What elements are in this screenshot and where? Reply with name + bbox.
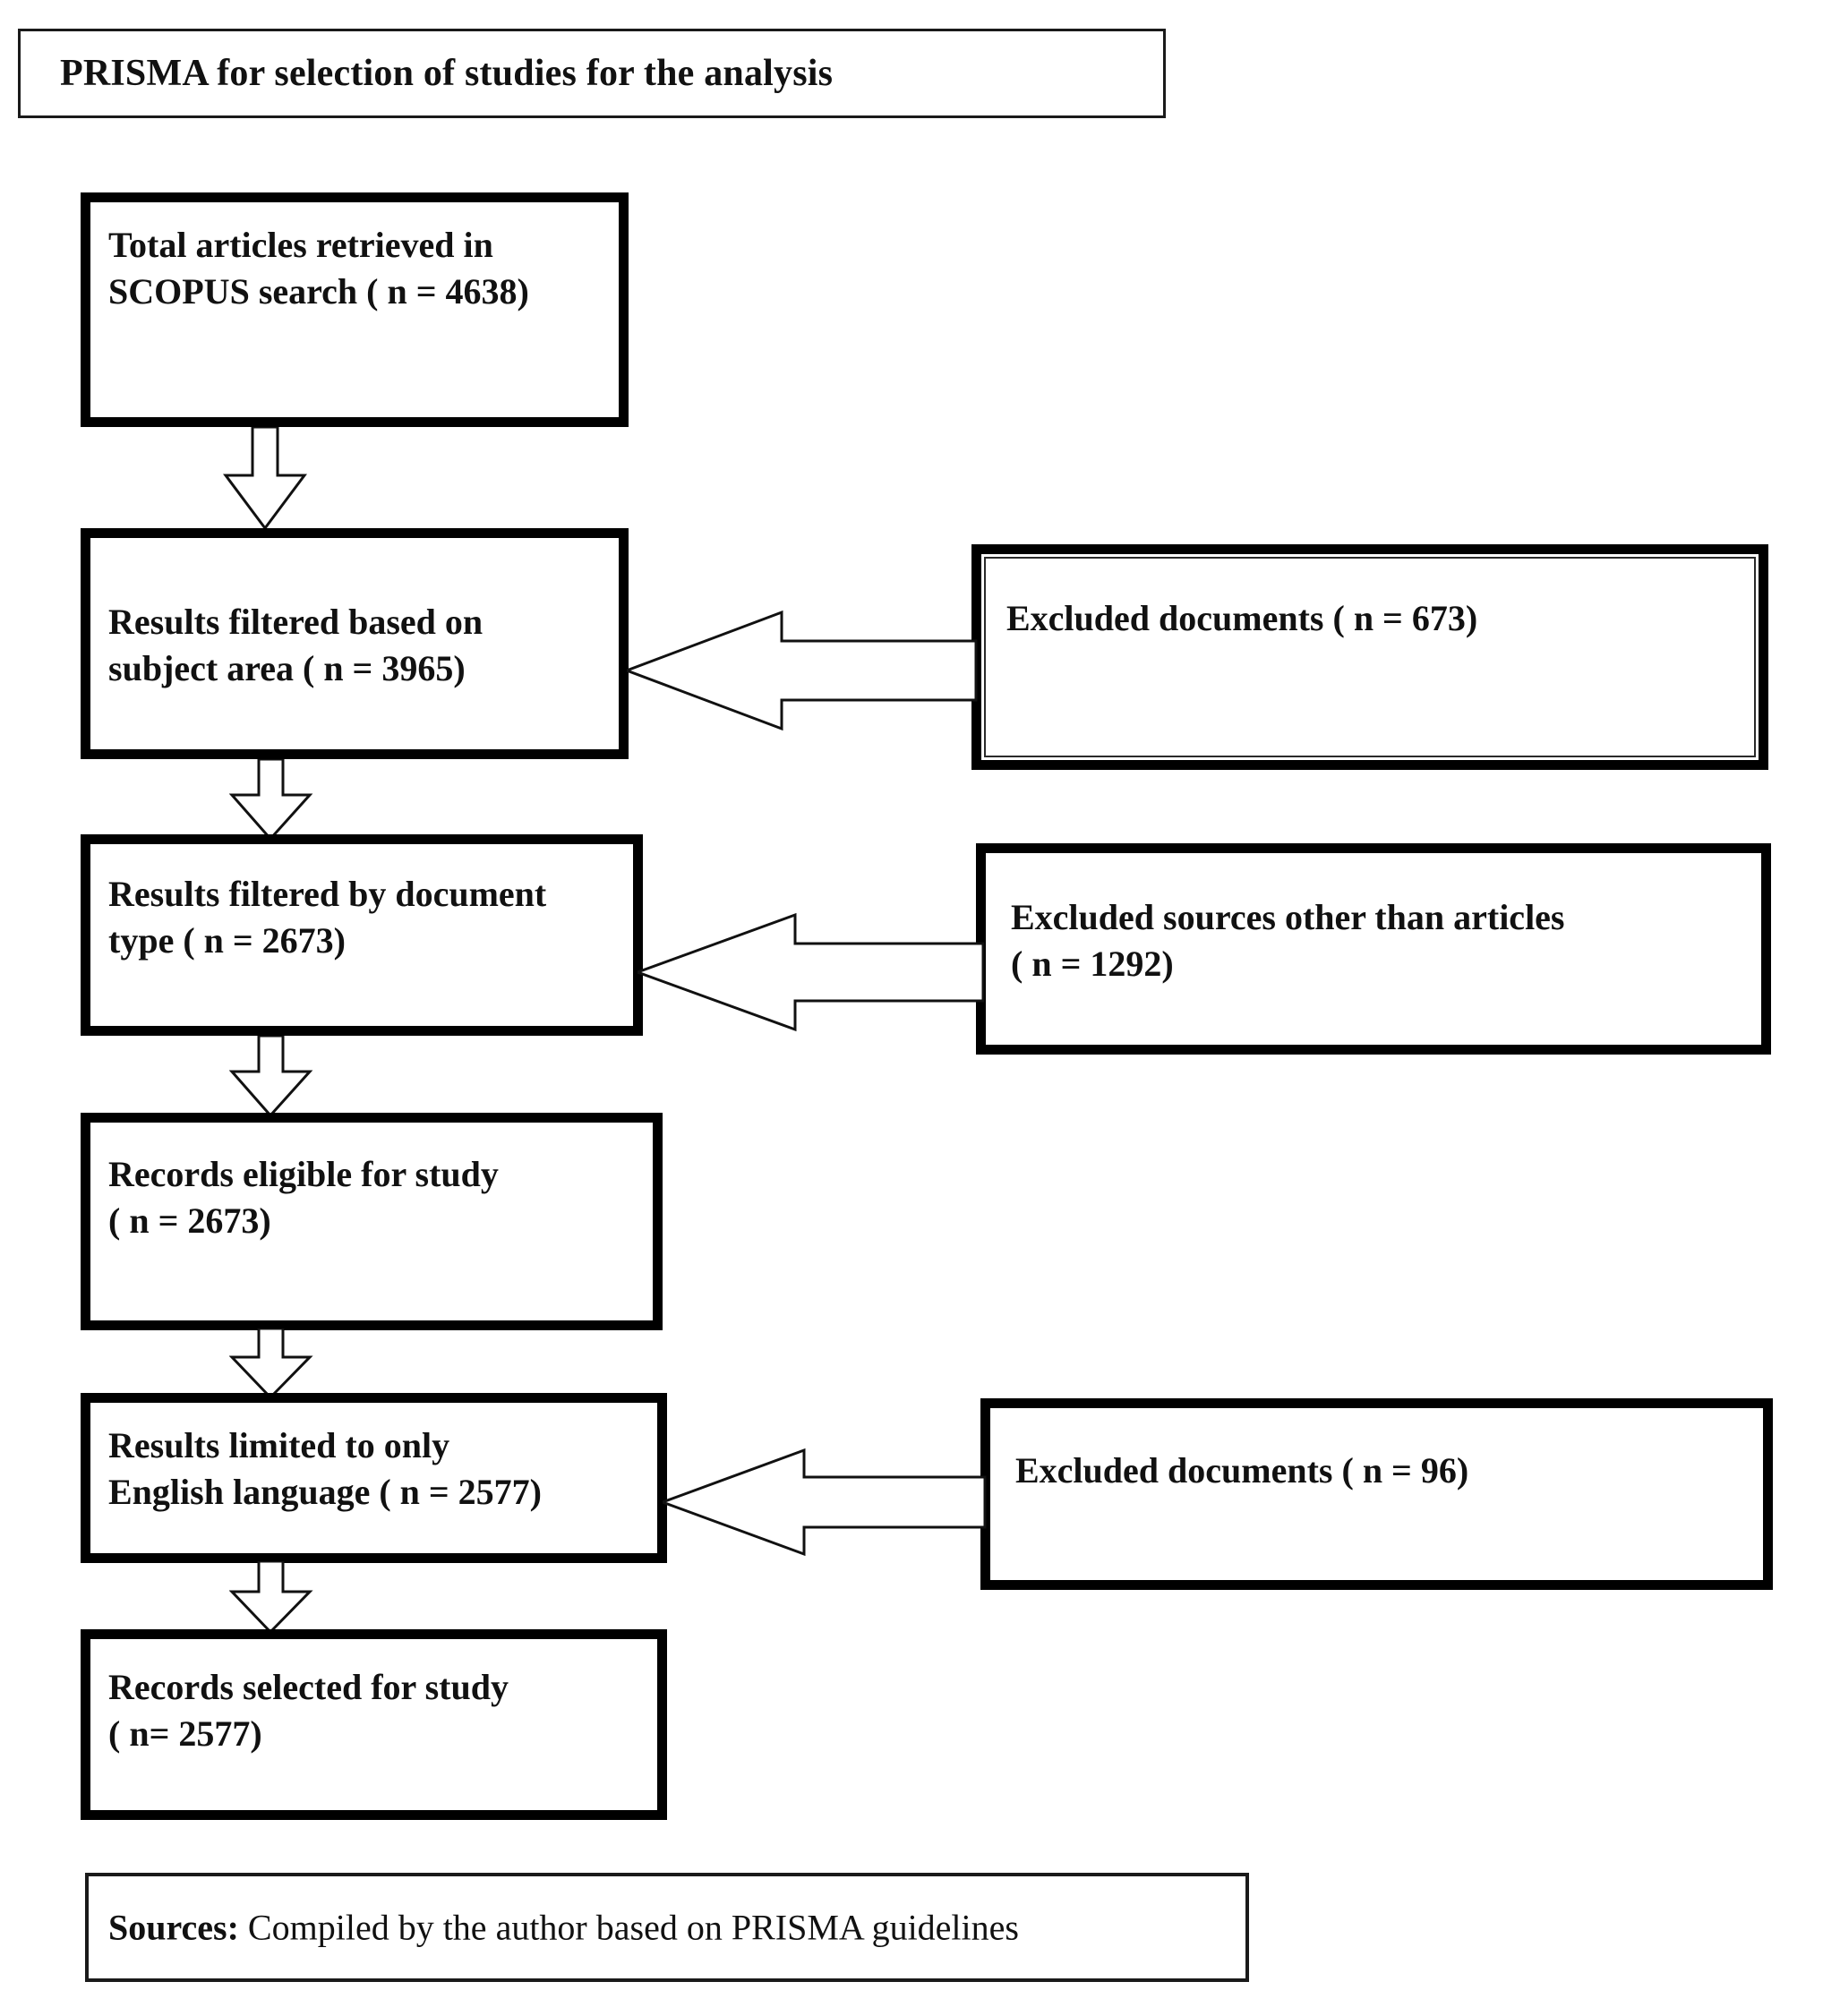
stage-3-line-2: type ( n = 2673) [108, 920, 346, 961]
arrow-left-exclusion1-stage2 [627, 591, 978, 750]
arrow-down-stage3-stage4 [229, 1036, 313, 1118]
arrow-down-stage5-stage6 [229, 1561, 313, 1635]
stage-box-filtered-document-type-text: Results filtered by document type ( n = … [108, 871, 620, 964]
stage-5-line-2: English language ( n = 2577) [108, 1472, 543, 1512]
arrow-left-exclusion3-stage5 [663, 1434, 987, 1570]
stage-2-line-2: subject area ( n = 3965) [108, 648, 466, 688]
exclusion-2-line-1: Excluded sources other than articles [1011, 897, 1565, 937]
exclusion-box-excluded-sources-1292: Excluded sources other than articles ( n… [976, 843, 1771, 1055]
stage-5-line-1: Results limited to only [108, 1425, 450, 1465]
sources-text: Compiled by the author based on PRISMA g… [238, 1907, 1019, 1948]
stage-4-line-2: ( n = 2673) [108, 1200, 271, 1241]
stage-box-total-articles: Total articles retrieved in SCOPUS searc… [81, 192, 629, 427]
stage-box-english-language: Results limited to only English language… [81, 1393, 667, 1563]
stage-3-line-1: Results filtered by document [108, 874, 547, 914]
stage-box-records-selected: Records selected for study ( n= 2577) [81, 1629, 667, 1820]
diagram-title-box: PRISMA for selection of studies for the … [18, 29, 1166, 118]
exclusion-box-excluded-documents-96-text: Excluded documents ( n = 96) [1015, 1448, 1750, 1494]
stage-box-records-eligible: Records eligible for study ( n = 2673) [81, 1113, 663, 1330]
stage-box-total-articles-text: Total articles retrieved in SCOPUS searc… [108, 222, 606, 315]
arrow-down-stage4-stage5 [229, 1328, 313, 1400]
sources-note: Sources: Compiled by the author based on… [108, 1907, 1019, 1949]
stage-1-line-1: Total articles retrieved in [108, 225, 493, 265]
exclusion-box-excluded-sources-1292-text: Excluded sources other than articles ( n… [1011, 894, 1749, 987]
stage-1-line-2: SCOPUS search ( n = 4638) [108, 271, 529, 312]
exclusion-box-excluded-documents-673-text: Excluded documents ( n = 673) [1006, 595, 1746, 642]
sources-label: Sources: [108, 1907, 239, 1948]
arrow-down-stage1-stage2 [222, 427, 308, 531]
stage-2-line-1: Results filtered based on [108, 602, 484, 642]
page-title: PRISMA for selection of studies for the … [60, 53, 834, 94]
exclusion-box-excluded-documents-96: Excluded documents ( n = 96) [980, 1398, 1773, 1590]
stage-box-filtered-subject-area: Results filtered based on subject area (… [81, 528, 629, 759]
stage-box-filtered-document-type: Results filtered by document type ( n = … [81, 834, 643, 1036]
stage-4-line-1: Records eligible for study [108, 1154, 499, 1194]
exclusion-2-line-2: ( n = 1292) [1011, 944, 1174, 984]
arrow-left-exclusion2-stage3 [638, 895, 985, 1049]
exclusion-3-line-1: Excluded documents ( n = 96) [1015, 1450, 1469, 1491]
stage-box-records-selected-text: Records selected for study ( n= 2577) [108, 1664, 645, 1757]
exclusion-box-excluded-documents-673: Excluded documents ( n = 673) [971, 544, 1768, 770]
arrow-down-stage2-stage3 [229, 759, 313, 841]
stage-box-english-language-text: Results limited to only English language… [108, 1422, 645, 1516]
exclusion-1-line-1: Excluded documents ( n = 673) [1006, 598, 1478, 638]
stage-6-line-2: ( n= 2577) [108, 1713, 262, 1754]
stage-box-records-eligible-text: Records eligible for study ( n = 2673) [108, 1151, 640, 1244]
stage-6-line-1: Records selected for study [108, 1667, 509, 1707]
sources-note-box: Sources: Compiled by the author based on… [85, 1873, 1249, 1982]
stage-box-filtered-subject-area-text: Results filtered based on subject area (… [108, 599, 606, 692]
